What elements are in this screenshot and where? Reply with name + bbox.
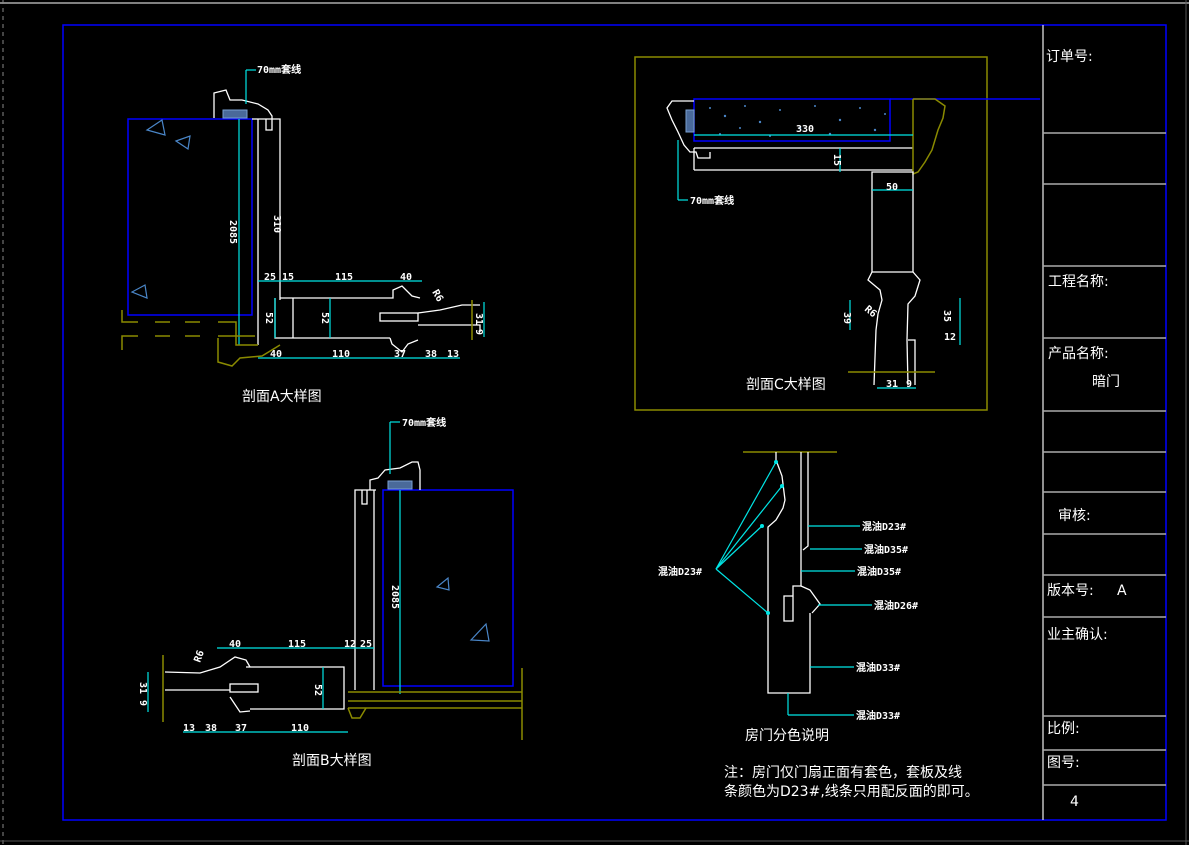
dim-label: 25 — [264, 272, 276, 283]
dim-label: 110 — [332, 349, 350, 360]
color-scheme-detail: 混油D23# 混油D23# 混油D35# 混油D35# 混油D26# 混油D33… — [658, 451, 979, 800]
dim-label: 9 — [473, 329, 484, 335]
color-label: 混油D33# — [856, 709, 900, 722]
dim-label: 9 — [906, 379, 912, 390]
dim-label: 13 — [183, 723, 195, 734]
drawing-no-label: 图号: — [1047, 755, 1080, 771]
section-b-title: 剖面B大样图 — [292, 753, 372, 769]
dim-label: 15 — [831, 154, 842, 166]
section-a-wall-panel — [127, 118, 253, 316]
dim-label: 31 — [137, 682, 148, 694]
dim-label: 2085 — [227, 220, 238, 244]
section-b-callout: 70mm套线 — [402, 416, 446, 429]
dim-label: 13 — [447, 349, 459, 360]
casing-moulding — [369, 461, 421, 490]
note-line-1: 注：房门仅门扇正面有套色，套板及线 — [724, 764, 962, 781]
section-c-title: 剖面C大样图 — [746, 377, 826, 393]
note-line-2: 条颜色为D23#,线条只用配反面的即可。 — [724, 783, 979, 800]
section-c-detail: 70mm套线 330 15 50 31 9 39 35 12 R6 剖面C大样图 — [634, 56, 1040, 411]
order-no-label: 订单号: — [1046, 49, 1093, 65]
dim-label: 2085 — [389, 585, 400, 609]
dim-label: 40 — [270, 349, 282, 360]
title-block-rows — [1043, 132, 1166, 786]
section-a-title: 剖面A大样图 — [242, 389, 322, 405]
hatch-triangle — [145, 119, 166, 136]
dim-label: R6 — [862, 304, 878, 320]
dim-label: 52 — [263, 312, 274, 324]
dim-label: 52 — [312, 684, 323, 696]
dim-label: 25 — [360, 639, 372, 650]
dim-label: 37 — [235, 723, 247, 734]
dim-label: 50 — [886, 182, 898, 193]
dim-label: 12 — [344, 639, 356, 650]
section-c-callout: 70mm套线 — [690, 194, 734, 207]
dim-label: 115 — [335, 272, 353, 283]
dim-label: R6 — [192, 649, 206, 664]
speckle-hatch — [709, 105, 886, 137]
hatch-triangle — [469, 622, 490, 642]
color-label: 混油D23# — [862, 520, 906, 533]
section-c-frame — [634, 56, 988, 411]
dim-label: 38 — [205, 723, 217, 734]
review-label: 审核: — [1058, 508, 1091, 524]
product-name-label: 产品名称: — [1048, 346, 1109, 362]
section-a-callout: 70mm套线 — [257, 63, 301, 76]
dim-label: 115 — [288, 639, 306, 650]
color-label-left: 混油D23# — [658, 565, 702, 578]
hatch-triangle — [174, 135, 191, 151]
section-b-wall-panel — [382, 489, 514, 687]
drawing-no-value: 4 — [1070, 794, 1079, 810]
project-name-label: 工程名称: — [1048, 274, 1109, 290]
version-label: 版本号: — [1047, 583, 1094, 599]
dim-label: 40 — [229, 639, 241, 650]
scale-label: 比例: — [1047, 721, 1080, 737]
drawing-frame — [62, 24, 1167, 821]
dim-label: 12 — [944, 332, 956, 343]
color-label: 混油D35# — [864, 543, 908, 556]
color-label: 混油D33# — [856, 661, 900, 674]
dim-label: 31 — [886, 379, 898, 390]
casing-insert — [222, 109, 248, 119]
dim-label: 31 — [473, 313, 484, 325]
dim-label: 35 — [941, 310, 952, 322]
dim-label: 310 — [271, 215, 282, 233]
dim-label: 39 — [841, 312, 852, 324]
dim-label: 52 — [319, 312, 330, 324]
color-scheme-title: 房门分色说明 — [745, 727, 829, 744]
section-a-detail: 70mm套线 25 15 115 40 40 110 37 38 13 310 … — [121, 63, 485, 405]
section-b-detail: 70mm套线 40 115 12 25 13 38 37 110 2085 52… — [137, 416, 523, 769]
dim-label: 38 — [425, 349, 437, 360]
owner-confirm-label: 业主确认: — [1047, 627, 1108, 643]
dim-label: 15 — [282, 272, 294, 283]
dim-label: 40 — [400, 272, 412, 283]
dim-label: 110 — [291, 723, 309, 734]
casing-insert — [387, 480, 413, 490]
dim-label: 330 — [796, 124, 814, 135]
casing-moulding — [213, 89, 273, 119]
casing-insert — [685, 109, 695, 133]
version-value: A — [1117, 583, 1127, 599]
product-name-value: 暗门 — [1092, 374, 1120, 390]
dim-label: 9 — [137, 700, 148, 706]
dim-label: R6 — [429, 288, 445, 304]
color-label: 混油D35# — [857, 565, 901, 578]
color-label: 混油D26# — [874, 599, 918, 612]
dim-label: 37 — [394, 349, 406, 360]
hatch-triangle — [435, 576, 450, 591]
hatch-triangle — [130, 284, 148, 299]
casing-moulding — [666, 100, 711, 159]
